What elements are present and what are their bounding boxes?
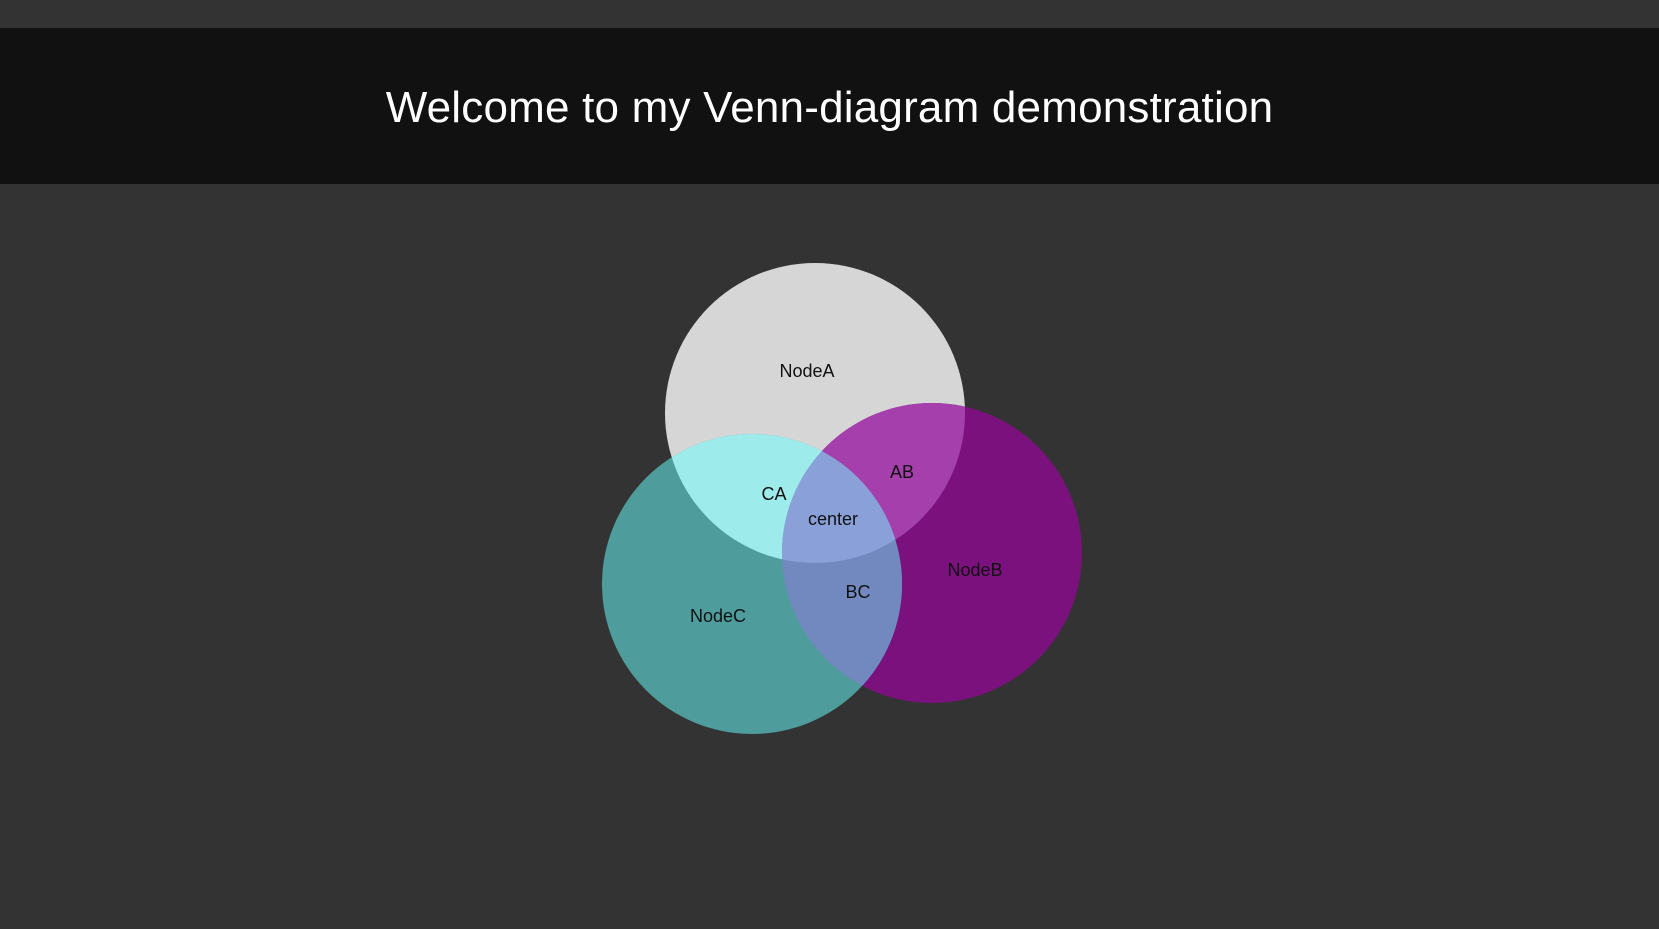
label-ca: CA: [761, 484, 786, 504]
label-ab: AB: [890, 462, 914, 482]
label-node-b: NodeB: [947, 560, 1002, 580]
page-header: Welcome to my Venn-diagram demonstration: [0, 28, 1659, 184]
top-strip: [0, 0, 1659, 28]
label-node-a: NodeA: [779, 361, 834, 381]
region-center[interactable]: [602, 434, 902, 734]
label-bc: BC: [845, 582, 870, 602]
label-center: center: [808, 509, 858, 529]
venn-diagram: NodeA NodeB NodeC AB CA BC center: [602, 263, 1082, 734]
label-node-c: NodeC: [690, 606, 746, 626]
venn-container: NodeA NodeB NodeC AB CA BC center: [0, 184, 1659, 929]
page-title: Welcome to my Venn-diagram demonstration: [385, 83, 1274, 132]
